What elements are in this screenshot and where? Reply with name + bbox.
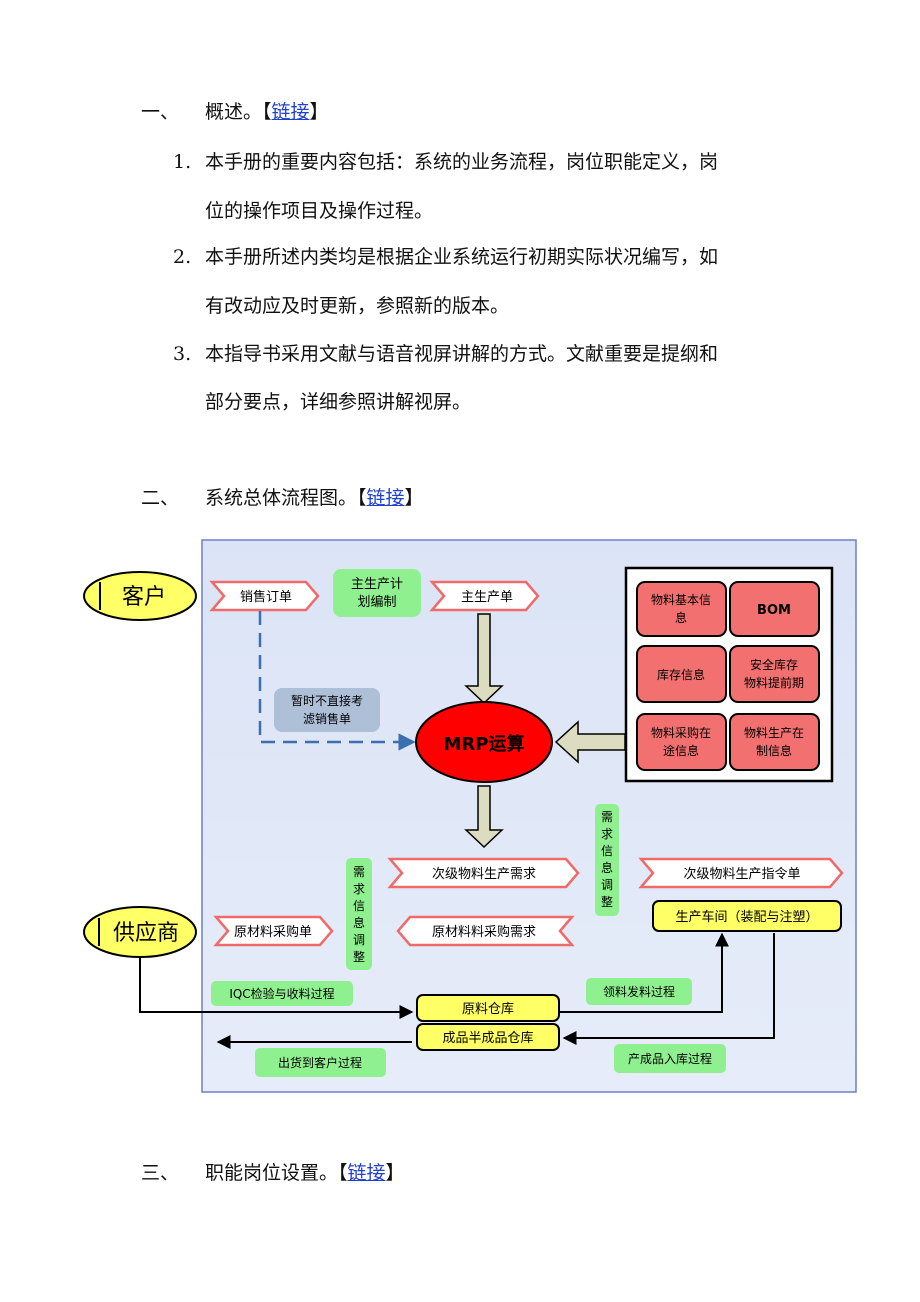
secondary-demand-node: 次级物料生产需求 (387, 857, 580, 889)
svg-text:息: 息 (353, 915, 365, 930)
info-box-stock: 库存信息 (636, 645, 727, 703)
section-3-link[interactable]: 链接 (347, 1162, 386, 1184)
svg-text:原材料采购单: 原材料采购单 (234, 924, 312, 940)
demand-adjust-mid: 需 求 信 息 调 整 (595, 804, 619, 916)
finished-warehouse-node: 成品半成品仓库 (416, 1023, 560, 1051)
svg-text:产成品入库过程: 产成品入库过程 (628, 1051, 712, 1066)
info-box-safety-stock: 安全库存 物料提前期 (729, 645, 820, 703)
svg-text:主生产单: 主生产单 (461, 590, 513, 605)
info-box-production-wip: 物料生产在 制信息 (729, 713, 820, 771)
svg-text:调: 调 (353, 933, 365, 947)
svg-text:次级物料生产需求: 次级物料生产需求 (432, 866, 536, 882)
section-2-link[interactable]: 链接 (366, 487, 405, 509)
issue-process-label: 领料发料过程 (586, 978, 692, 1005)
info-box-bom: BOM (729, 581, 820, 637)
no-direct-note: 暂时不直接考 滤销售单 (274, 688, 380, 732)
secondary-order-node: 次级物料生产指令单 (638, 857, 844, 889)
overview-item-1-cont: 位的操作项目及操作过程。 (205, 200, 434, 222)
demand-adjust-left: 需 求 信 息 调 整 (346, 858, 372, 970)
svg-text:物料生产在: 物料生产在 (744, 726, 804, 740)
svg-text:物料提前期: 物料提前期 (744, 675, 804, 690)
svg-text:暂时不直接考: 暂时不直接考 (291, 693, 363, 708)
svg-text:原料仓库: 原料仓库 (462, 1001, 514, 1017)
svg-text:BOM: BOM (757, 603, 791, 618)
svg-text:原材料料采购需求: 原材料料采购需求 (432, 924, 536, 940)
section-title: 职能岗位设置。【 (205, 1162, 348, 1184)
ship-process-label: 出货到客户过程 (255, 1048, 386, 1077)
svg-text:划编制: 划编制 (357, 595, 396, 610)
workshop-node: 生产车间（装配与注塑） (652, 900, 842, 932)
raw-purchase-demand-node: 原材料料采购需求 (396, 915, 575, 947)
svg-text:供应商: 供应商 (113, 921, 179, 946)
section-title: 概述。【 (205, 101, 272, 123)
svg-text:主生产计: 主生产计 (351, 577, 403, 592)
svg-text:滤销售单: 滤销售单 (303, 711, 351, 726)
flow-lines (139, 932, 775, 1049)
svg-text:次级物料生产指令单: 次级物料生产指令单 (683, 866, 800, 882)
mps-order-node: 主生产单 (429, 580, 540, 612)
iqc-process-label: IQC检验与收料过程 (211, 981, 353, 1006)
svg-text:整: 整 (353, 949, 365, 964)
svg-text:求: 求 (353, 882, 365, 896)
customer-node: 客户 (83, 571, 197, 621)
section-number: 三、 (141, 1162, 180, 1184)
down-arrow-icon (464, 613, 504, 705)
mps-plan-node: 主生产计 划编制 (333, 569, 421, 617)
svg-text:求: 求 (601, 827, 613, 841)
svg-text:制信息: 制信息 (756, 743, 792, 758)
svg-text:客户: 客户 (122, 585, 166, 610)
supplier-node: 供应商 (83, 906, 197, 958)
svg-text:需: 需 (353, 865, 365, 879)
svg-text:信: 信 (353, 899, 365, 913)
sales-order-node: 销售订单 (209, 580, 320, 612)
svg-text:息: 息 (675, 610, 687, 625)
overview-item-3-cont: 部分要点，详细参照讲解视屏。 (205, 391, 472, 413)
mrp-node: MRP运算 (415, 701, 553, 783)
section-number: 二、 (141, 487, 180, 509)
dashed-flow (258, 611, 416, 751)
info-box-material: 物料基本信 息 (636, 581, 727, 637)
section-1-link[interactable]: 链接 (271, 101, 310, 123)
down-arrow-icon (464, 785, 504, 849)
svg-text:销售订单: 销售订单 (240, 589, 292, 605)
svg-text:安全库存: 安全库存 (750, 657, 798, 672)
svg-text:MRP运算: MRP运算 (444, 733, 525, 755)
left-arrow-icon (554, 720, 626, 764)
svg-text:需: 需 (601, 810, 613, 824)
section-number: 一、 (141, 101, 180, 123)
info-box-purchase-transit: 物料采购在 途信息 (636, 713, 727, 771)
raw-purchase-order-node: 原材料采购单 (213, 915, 334, 947)
svg-text:物料基本信: 物料基本信 (651, 593, 711, 607)
svg-text:调: 调 (601, 878, 613, 892)
svg-text:整: 整 (601, 894, 613, 909)
raw-warehouse-node: 原料仓库 (416, 994, 560, 1022)
svg-text:库存信息: 库存信息 (657, 667, 705, 682)
svg-text:领料发料过程: 领料发料过程 (603, 984, 675, 999)
svg-text:信: 信 (601, 844, 613, 858)
svg-text:IQC检验与收料过程: IQC检验与收料过程 (229, 986, 334, 1001)
stock-in-process-label: 产成品入库过程 (614, 1044, 726, 1073)
svg-text:息: 息 (601, 860, 613, 875)
svg-text:生产车间（装配与注塑）: 生产车间（装配与注塑） (675, 909, 818, 925)
overview-item-2-cont: 有改动应及时更新，参照新的版本。 (205, 295, 510, 317)
svg-text:成品半成品仓库: 成品半成品仓库 (442, 1030, 533, 1046)
svg-text:出货到客户过程: 出货到客户过程 (278, 1055, 362, 1070)
svg-text:物料采购在: 物料采购在 (651, 725, 711, 740)
svg-text:途信息: 途信息 (663, 743, 699, 758)
section-title: 系统总体流程图。【 (205, 487, 367, 509)
